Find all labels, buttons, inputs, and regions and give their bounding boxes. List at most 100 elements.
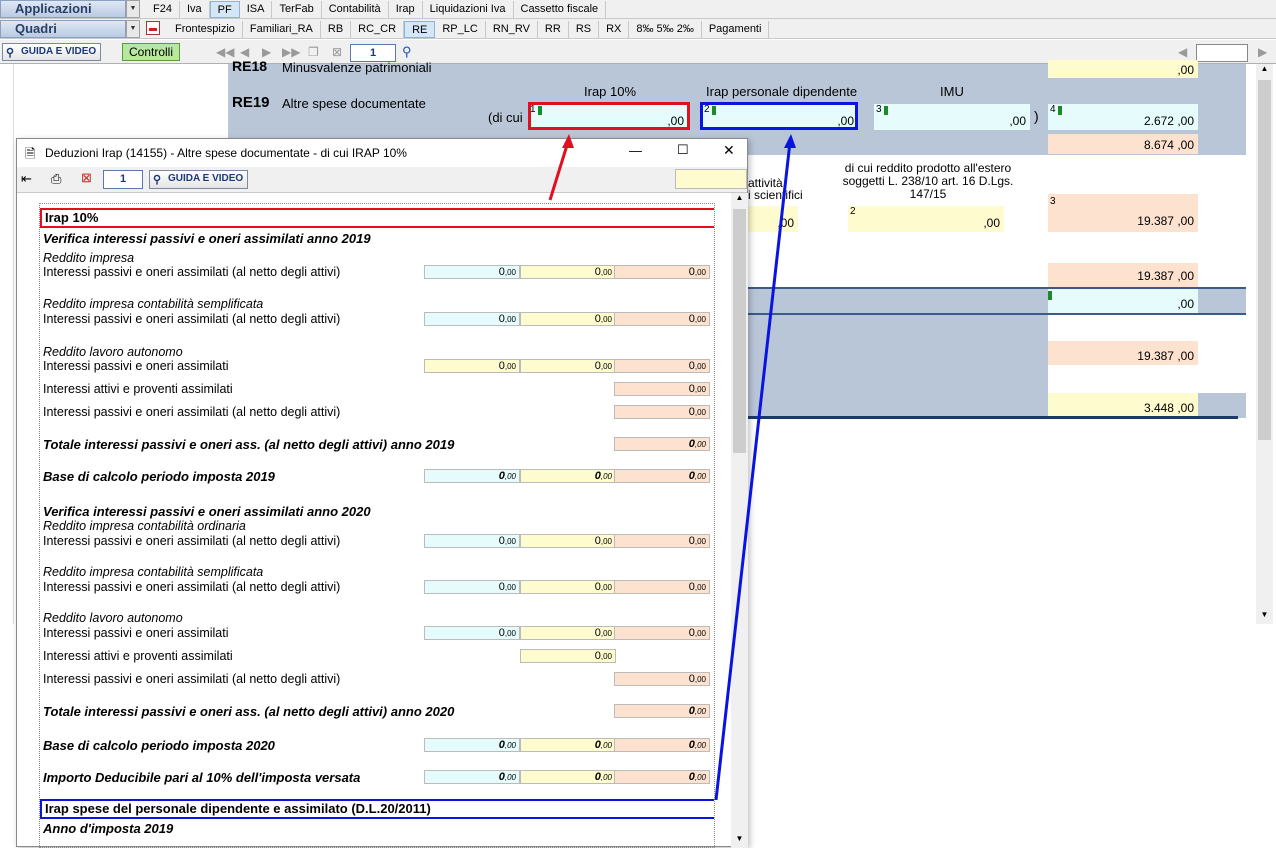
value-field[interactable]: 0,00 (520, 265, 616, 279)
value-field[interactable]: 0,00 (614, 534, 710, 548)
scroll-right-icon[interactable]: ▶ (1258, 45, 1268, 59)
applicazioni-label[interactable]: Applicazioni (0, 0, 126, 18)
dialog-page-input[interactable]: 1 (103, 170, 143, 189)
app-tab[interactable]: Contabilità (322, 1, 389, 18)
scroll-down-icon[interactable]: ▼ (735, 834, 744, 843)
value-field[interactable]: 0,00 (614, 265, 710, 279)
scroll-left-icon[interactable]: ◀ (1178, 45, 1188, 59)
first-page-icon[interactable]: ◀◀ (216, 45, 235, 59)
prev-page-icon[interactable]: ◀ (240, 45, 250, 59)
chevron-down-icon[interactable]: ▼ (126, 20, 140, 38)
scroll-thumb[interactable] (733, 209, 746, 453)
print-icon[interactable]: ⎙ (51, 171, 62, 186)
quadro-tab[interactable]: 8‰ 5‰ 2‰ (629, 21, 702, 38)
quadro-tab[interactable]: RS (569, 21, 600, 38)
re25-value[interactable]: 3.448 ,00 (1048, 393, 1198, 417)
dialog-guida-button[interactable]: ⚲GUIDA E VIDEO (149, 170, 249, 189)
scroll-thumb[interactable] (1258, 80, 1271, 440)
copy-page-icon[interactable]: ❐ (308, 45, 319, 59)
value-field[interactable]: 0,00 (614, 437, 710, 451)
app-tab[interactable]: F24 (146, 1, 180, 18)
quadro-tab[interactable]: RP_LC (435, 21, 486, 38)
app-tab[interactable]: ISA (240, 1, 273, 18)
value-field[interactable]: 0,00 (424, 312, 520, 326)
re18-value[interactable]: ,00 (1048, 60, 1198, 78)
re19-imu-field[interactable]: 3,00 (874, 104, 1030, 130)
value-field[interactable]: 0,00 (614, 359, 710, 373)
quadro-tab[interactable]: RB (321, 21, 352, 38)
value-field[interactable]: 0,00 (520, 312, 616, 326)
quadro-tab[interactable]: Pagamenti (702, 21, 770, 38)
guida-video-button[interactable]: ⚲GUIDA E VIDEO (2, 43, 102, 61)
value-field[interactable]: 0,00 (520, 534, 616, 548)
re23-value[interactable]: ,00 (1048, 289, 1198, 313)
minimize-button[interactable]: — (629, 143, 642, 158)
value-field[interactable]: 0,00 (520, 738, 616, 752)
dialog-scrollbar[interactable]: ▲ ▼ (731, 193, 748, 848)
quadro-tab[interactable]: RN_RV (486, 21, 538, 38)
value-field[interactable]: 0,00 (520, 626, 616, 640)
re19-irap-personale-field[interactable]: 2,00 (702, 104, 858, 130)
re24-value[interactable]: 19.387 ,00 (1048, 341, 1198, 365)
scroll-up-icon[interactable]: ▲ (1260, 64, 1269, 73)
value-field[interactable]: 0,00 (520, 649, 616, 663)
delete-icon[interactable]: ⊠ (81, 170, 92, 185)
value-field[interactable]: 0,00 (614, 312, 710, 326)
value-field[interactable]: 0,00 (424, 265, 520, 279)
pdf-icon[interactable] (146, 21, 160, 35)
last-page-icon[interactable]: ▶▶ (282, 45, 301, 59)
value-field[interactable]: 0,00 (614, 580, 710, 594)
page-number-input[interactable]: 1 (350, 44, 396, 62)
app-tab[interactable]: Liquidazioni Iva (423, 1, 514, 18)
quadro-tab[interactable]: RX (599, 21, 630, 38)
exit-icon[interactable]: ⇤ (21, 171, 32, 186)
app-tab[interactable]: Irap (389, 1, 423, 18)
dialog-value-field[interactable] (675, 169, 747, 189)
re20-value[interactable]: 8.674 ,00 (1048, 134, 1198, 154)
value-field[interactable]: 0,00 (424, 359, 520, 373)
value-field[interactable]: 0,00 (614, 770, 710, 784)
re19-irap10-field[interactable]: 1,00 (528, 104, 688, 130)
scroll-down-icon[interactable]: ▼ (1260, 610, 1269, 619)
delete-page-icon[interactable]: ⊠ (332, 45, 343, 59)
quadro-tab[interactable]: RC_CR (351, 21, 405, 38)
re21-field2[interactable]: 2,00 (848, 206, 1004, 232)
value-field[interactable]: 0,00 (424, 580, 520, 594)
field-decimals: ,00 (504, 583, 516, 592)
quadri-label[interactable]: Quadri (0, 20, 126, 38)
app-tab[interactable]: Iva (180, 1, 210, 18)
close-button[interactable]: ✕ (723, 142, 735, 158)
quadro-tab[interactable]: Familiari_RA (243, 21, 321, 38)
value-field[interactable]: 0,00 (614, 672, 710, 686)
quadro-tab[interactable]: RE (404, 21, 436, 38)
search-input[interactable] (1196, 44, 1248, 62)
re22-value[interactable]: 19.387 ,00 (1048, 263, 1198, 287)
value-field[interactable]: 0,00 (424, 534, 520, 548)
value-field[interactable]: 0,00 (614, 469, 710, 483)
next-page-icon[interactable]: ▶ (262, 45, 272, 59)
app-tab[interactable]: PF (209, 1, 240, 18)
value-field[interactable]: 0,00 (520, 469, 616, 483)
value-field[interactable]: 0,00 (424, 770, 520, 784)
value-field[interactable]: 0,00 (614, 626, 710, 640)
value-field[interactable]: 0,00 (424, 469, 520, 483)
search-page-icon[interactable]: ⚲ (402, 44, 412, 59)
value-field[interactable]: 0,00 (614, 738, 710, 752)
scroll-up-icon[interactable]: ▲ (735, 193, 744, 202)
app-tab[interactable]: TerFab (272, 1, 322, 18)
quadro-tab[interactable]: RR (538, 21, 569, 38)
maximize-button[interactable]: ☐ (677, 142, 689, 157)
value-field[interactable]: 0,00 (520, 580, 616, 594)
value-field[interactable]: 0,00 (614, 704, 710, 718)
app-tab[interactable]: Cassetto fiscale (514, 1, 607, 18)
main-scrollbar[interactable]: ▲ ▼ (1256, 64, 1273, 624)
value-field[interactable]: 0,00 (614, 405, 710, 419)
quadro-tab[interactable]: Frontespizio (168, 21, 243, 38)
value-field[interactable]: 0,00 (424, 738, 520, 752)
controlli-button[interactable]: Controlli (122, 43, 181, 61)
chevron-down-icon[interactable]: ▼ (126, 0, 140, 18)
value-field[interactable]: 0,00 (614, 382, 710, 396)
value-field[interactable]: 0,00 (424, 626, 520, 640)
